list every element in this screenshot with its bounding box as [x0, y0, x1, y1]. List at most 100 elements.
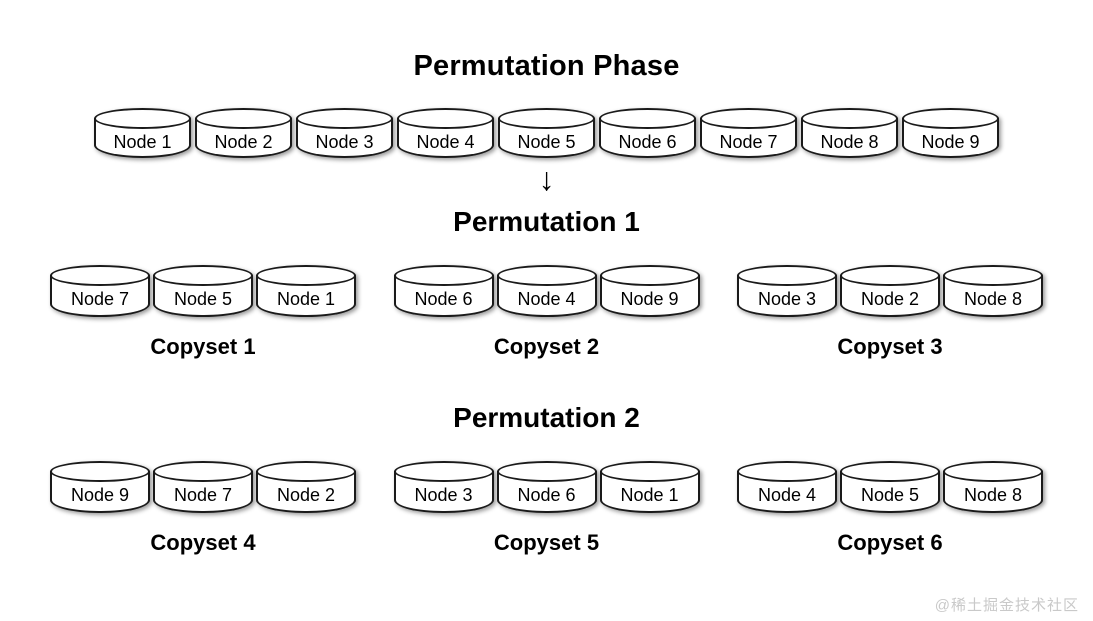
node-cylinder: Node 5 [840, 461, 940, 513]
copyset-nodes: Node 7 Node 5 Node 1 [50, 265, 356, 317]
node-cylinder: Node 2 [840, 265, 940, 317]
node-label: Node 6 [618, 132, 677, 152]
node-cylinder: Node 9 [902, 108, 999, 158]
copysets-row: Node 9 Node 7 Node 2 Copyset 4 Node 3 No… [0, 461, 1093, 556]
node-label: Node 9 [70, 485, 130, 505]
node-label: Node 2 [860, 289, 920, 309]
node-cylinder: Node 8 [943, 461, 1043, 513]
node-label: Node 4 [517, 289, 576, 309]
node-label: Node 8 [963, 485, 1023, 505]
cylinder-top-ellipse [801, 108, 898, 129]
cylinder-top-ellipse [943, 461, 1043, 482]
node-label: Node 3 [757, 289, 817, 309]
copysets-row: Node 7 Node 5 Node 1 Copyset 1 Node 6 No… [0, 265, 1093, 360]
node-label: Node 8 [820, 132, 879, 152]
cylinder-top-ellipse [393, 265, 494, 286]
node-label: Node 4 [416, 132, 475, 152]
cylinder-top-ellipse [737, 265, 837, 286]
node-label: Node 2 [276, 485, 336, 505]
cylinder-top-ellipse [256, 265, 356, 286]
copyset-label: Copyset 6 [837, 530, 943, 555]
node-cylinder: Node 4 [496, 265, 597, 317]
node-label: Node 5 [860, 485, 920, 505]
copyset-group: Node 3 Node 2 Node 8 Copyset 3 [737, 265, 1043, 360]
node-cylinder: Node 1 [599, 461, 700, 513]
cylinder-top-ellipse [599, 265, 700, 286]
node-label: Node 2 [214, 132, 273, 152]
node-cylinder: Node 3 [296, 108, 393, 158]
cylinder-top-ellipse [256, 461, 356, 482]
node-label: Node 1 [276, 289, 336, 309]
node-label: Node 9 [921, 132, 980, 152]
node-cylinder: Node 8 [801, 108, 898, 158]
cylinder-top-ellipse [496, 265, 597, 286]
copyset-label: Copyset 4 [150, 530, 256, 555]
cylinder-top-ellipse [840, 265, 940, 286]
cylinder-top-ellipse [599, 108, 696, 129]
node-cylinder: Node 6 [599, 108, 696, 158]
phase-node-row: Node 1 Node 2 Node 3 Node 4 Node 5 Node … [0, 108, 1093, 158]
node-label: Node 7 [70, 289, 130, 309]
copyset-nodes: Node 3 Node 6 Node 1 [393, 461, 700, 513]
copyset-group: Node 7 Node 5 Node 1 Copyset 1 [50, 265, 356, 360]
cylinder-top-ellipse [737, 461, 837, 482]
copyset-nodes: Node 9 Node 7 Node 2 [50, 461, 356, 513]
node-cylinder: Node 4 [737, 461, 837, 513]
cylinder-top-ellipse [599, 461, 700, 482]
cylinder-top-ellipse [50, 461, 150, 482]
node-label: Node 8 [963, 289, 1023, 309]
copyset-label: Copyset 2 [493, 334, 600, 359]
node-cylinder: Node 7 [700, 108, 797, 158]
node-cylinder: Node 9 [599, 265, 700, 317]
node-cylinder: Node 9 [50, 461, 150, 513]
down-arrow-icon: ↓ [538, 161, 555, 197]
copyset-nodes: Node 6 Node 4 Node 9 [393, 265, 700, 317]
cylinder-top-ellipse [153, 265, 253, 286]
copyset-label: Copyset 1 [150, 334, 256, 359]
node-label: Node 5 [173, 289, 233, 309]
node-label: Node 7 [173, 485, 233, 505]
node-cylinder: Node 2 [195, 108, 292, 158]
node-label: Node 6 [517, 485, 576, 505]
cylinder-top-ellipse [700, 108, 797, 129]
copyset-nodes: Node 3 Node 2 Node 8 [737, 265, 1043, 317]
node-cylinder: Node 6 [393, 265, 494, 317]
cylinder-top-ellipse [840, 461, 940, 482]
node-cylinder: Node 1 [256, 265, 356, 317]
copyset-group: Node 3 Node 6 Node 1 Copyset 5 [393, 461, 700, 556]
copyset-group: Node 9 Node 7 Node 2 Copyset 4 [50, 461, 356, 556]
copyset-label: Copyset 3 [837, 334, 943, 359]
cylinder-top-ellipse [498, 108, 595, 129]
node-cylinder: Node 5 [153, 265, 253, 317]
cylinder-top-ellipse [397, 108, 494, 129]
node-cylinder: Node 4 [397, 108, 494, 158]
node-cylinder: Node 2 [256, 461, 356, 513]
cylinder-top-ellipse [496, 461, 597, 482]
node-label: Node 4 [757, 485, 817, 505]
node-label: Node 1 [113, 132, 172, 152]
node-cylinder: Node 5 [498, 108, 595, 158]
cylinder-top-ellipse [296, 108, 393, 129]
copyset-group: Node 6 Node 4 Node 9 Copyset 2 [393, 265, 700, 360]
node-cylinder: Node 3 [393, 461, 494, 513]
node-cylinder: Node 6 [496, 461, 597, 513]
cylinder-top-ellipse [50, 265, 150, 286]
copyset-label: Copyset 5 [493, 530, 600, 555]
node-label: Node 7 [719, 132, 778, 152]
cylinder-top-ellipse [902, 108, 999, 129]
copyset-nodes: Node 4 Node 5 Node 8 [737, 461, 1043, 513]
cylinder-top-ellipse [943, 265, 1043, 286]
diagram-title: Permutation Phase [413, 50, 680, 82]
watermark: @稀土掘金技术社区 [934, 597, 1079, 614]
node-cylinder: Node 7 [153, 461, 253, 513]
node-cylinder: Node 3 [737, 265, 837, 317]
node-label: Node 6 [414, 289, 473, 309]
cylinder-top-ellipse [393, 461, 494, 482]
node-label: Node 5 [517, 132, 576, 152]
node-cylinder: Node 7 [50, 265, 150, 317]
node-label: Node 3 [315, 132, 374, 152]
node-cylinder: Node 8 [943, 265, 1043, 317]
cylinder-top-ellipse [94, 108, 191, 129]
node-label: Node 1 [620, 485, 679, 505]
cylinder-top-ellipse [153, 461, 253, 482]
